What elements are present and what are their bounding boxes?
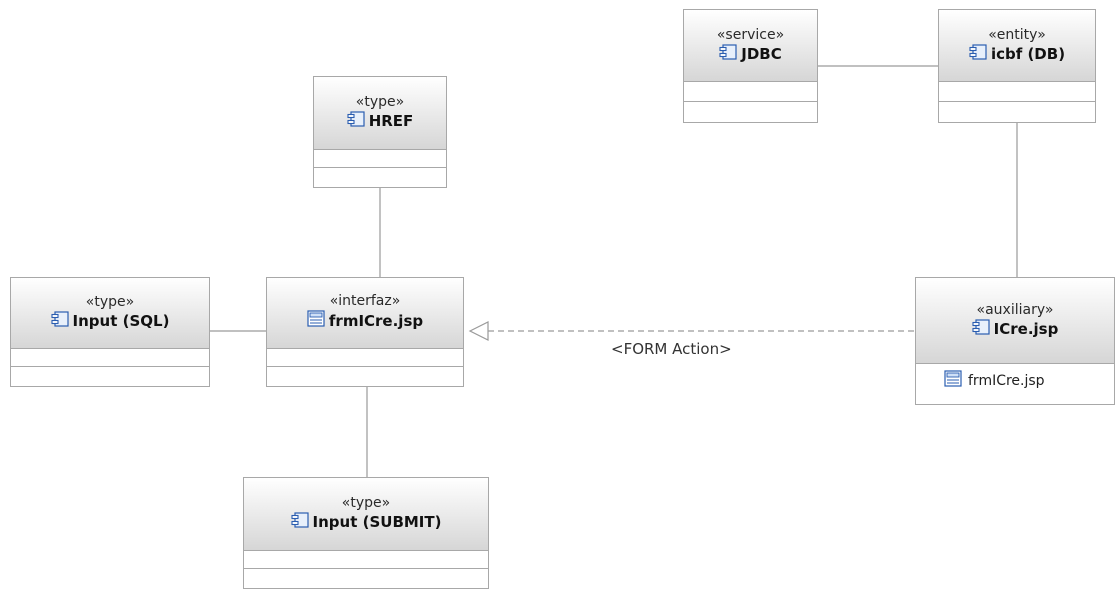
operations-compartment[interactable] bbox=[244, 569, 488, 588]
class-name: JDBC bbox=[741, 45, 782, 64]
stereotype-label: «entity» bbox=[988, 26, 1046, 43]
stereotype-label: «type» bbox=[341, 494, 391, 511]
stereotype-label: «auxiliary» bbox=[976, 301, 1054, 318]
class-header: «interfaz» frmICre.jsp bbox=[267, 278, 463, 349]
component-icon bbox=[50, 311, 69, 332]
class-header: «entity» icbf (DB) bbox=[939, 10, 1095, 83]
nested-element-label: frmICre.jsp bbox=[968, 372, 1045, 389]
class-name: ICre.jsp bbox=[993, 320, 1059, 338]
class-name: frmICre.jsp bbox=[328, 312, 424, 331]
class-name: Input (SQL) bbox=[72, 312, 170, 331]
class-header: «type» HREF bbox=[314, 77, 446, 150]
dependency-arrowhead bbox=[468, 321, 489, 341]
attributes-compartment[interactable] bbox=[684, 82, 817, 103]
attributes-compartment[interactable] bbox=[939, 82, 1095, 103]
stereotype-label: «interfaz» bbox=[329, 293, 401, 310]
class-icre-jsp[interactable]: «auxiliary» ICre.jsp frmICre.jsp bbox=[915, 277, 1115, 405]
component-icon bbox=[972, 318, 990, 340]
component-icon bbox=[347, 111, 365, 132]
class-header: «service» JDBC bbox=[684, 10, 817, 83]
class-header: «auxiliary» ICre.jsp bbox=[916, 278, 1114, 364]
class-href[interactable]: «type» HREF bbox=[313, 76, 447, 188]
stereotype-label: «type» bbox=[355, 93, 405, 110]
form-page-icon bbox=[307, 310, 325, 332]
component-icon bbox=[969, 44, 987, 65]
class-header: «type» Input (SQL) bbox=[11, 278, 209, 349]
operations-compartment[interactable] bbox=[267, 367, 463, 386]
class-header: «type» Input (SUBMIT) bbox=[244, 478, 488, 551]
operations-compartment[interactable] bbox=[939, 102, 1095, 122]
class-name: Input (SUBMIT) bbox=[312, 513, 442, 532]
component-icon bbox=[290, 512, 309, 533]
class-name: icbf (DB) bbox=[990, 45, 1066, 64]
class-frmicre-jsp[interactable]: «interfaz» frmICre.jsp bbox=[266, 277, 464, 387]
class-jdbc[interactable]: «service» JDBC bbox=[683, 9, 818, 123]
operations-compartment[interactable] bbox=[11, 367, 209, 386]
attributes-compartment[interactable] bbox=[244, 551, 488, 570]
attributes-compartment[interactable] bbox=[314, 150, 446, 169]
stereotype-label: «service» bbox=[716, 26, 785, 43]
nested-element-frmicre[interactable]: frmICre.jsp bbox=[916, 364, 1114, 397]
class-input-submit[interactable]: «type» Input (SUBMIT) bbox=[243, 477, 489, 589]
form-action-label: <FORM Action> bbox=[611, 340, 732, 358]
operations-compartment[interactable] bbox=[314, 168, 446, 187]
operations-compartment[interactable] bbox=[684, 102, 817, 122]
class-icbf-db[interactable]: «entity» icbf (DB) bbox=[938, 9, 1096, 123]
stereotype-label: «type» bbox=[85, 293, 135, 310]
class-name: HREF bbox=[368, 112, 414, 131]
form-page-icon bbox=[944, 370, 962, 391]
component-icon bbox=[719, 44, 737, 65]
attributes-compartment[interactable] bbox=[267, 349, 463, 368]
attributes-compartment[interactable] bbox=[11, 349, 209, 368]
class-input-sql[interactable]: «type» Input (SQL) bbox=[10, 277, 210, 387]
